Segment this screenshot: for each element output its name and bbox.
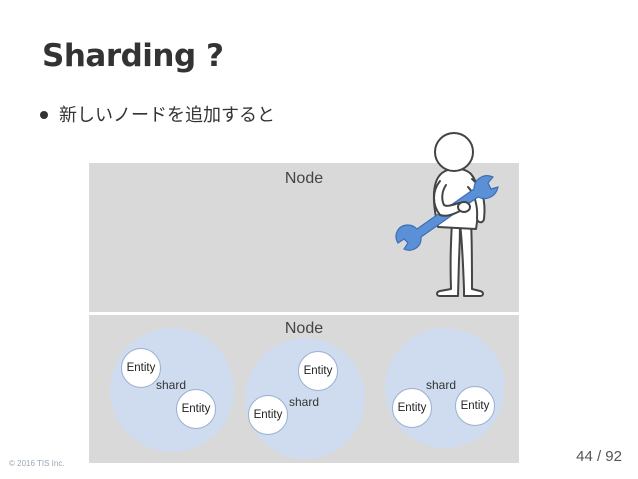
- shard-label: shard: [156, 378, 187, 392]
- shard-label: shard: [426, 378, 457, 392]
- bullet-dot: [40, 111, 48, 119]
- bullet-text: 新しいノードを追加すると: [59, 105, 275, 126]
- node-label: Node: [284, 320, 324, 337]
- copyright-text: © 2016 TIS Inc.: [9, 459, 65, 468]
- entity-circle: Entity: [121, 348, 161, 388]
- slide-title: Sharding ?: [42, 38, 224, 74]
- entity-circle: Entity: [176, 389, 216, 429]
- entity-circle: Entity: [392, 388, 432, 428]
- entity-circle: Entity: [455, 386, 495, 426]
- existing-node-box: Node shard Entity Entity shard Entity En…: [89, 315, 519, 463]
- page-number: 44 / 92: [576, 448, 622, 465]
- node-label: Node: [284, 170, 324, 187]
- person-with-wrench-icon: [395, 132, 499, 297]
- bullet-item: 新しいノードを追加すると: [40, 101, 275, 127]
- entity-circle: Entity: [248, 395, 288, 435]
- shard-label: shard: [289, 395, 320, 409]
- entity-circle: Entity: [298, 351, 338, 391]
- shard-circle: [110, 328, 234, 452]
